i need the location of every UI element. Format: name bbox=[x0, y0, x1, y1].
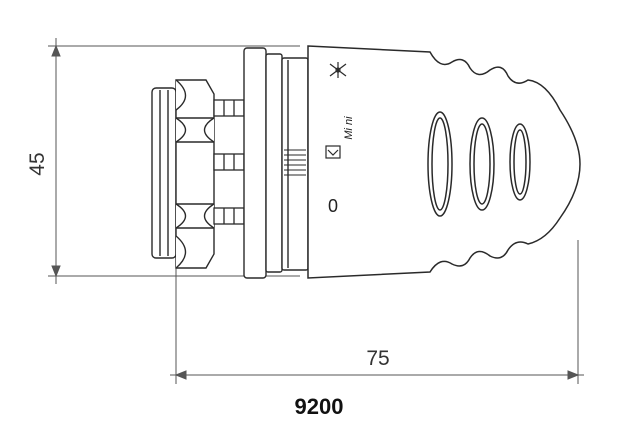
dial-marking: 0 bbox=[328, 196, 338, 216]
connector-studs bbox=[213, 99, 245, 225]
grip-slots bbox=[427, 111, 531, 217]
width-dimension bbox=[170, 240, 584, 384]
brand-logo-icon bbox=[325, 145, 341, 159]
collar bbox=[243, 47, 309, 279]
model-number: 9200 bbox=[294, 394, 344, 419]
snowflake-icon bbox=[329, 62, 347, 78]
brand-marking: Mi ni bbox=[343, 116, 355, 140]
width-dimension-label: 75 bbox=[366, 347, 389, 370]
neck-hatching bbox=[284, 149, 306, 176]
connector-nut bbox=[151, 79, 215, 269]
height-dimension-label: 45 bbox=[26, 152, 49, 175]
